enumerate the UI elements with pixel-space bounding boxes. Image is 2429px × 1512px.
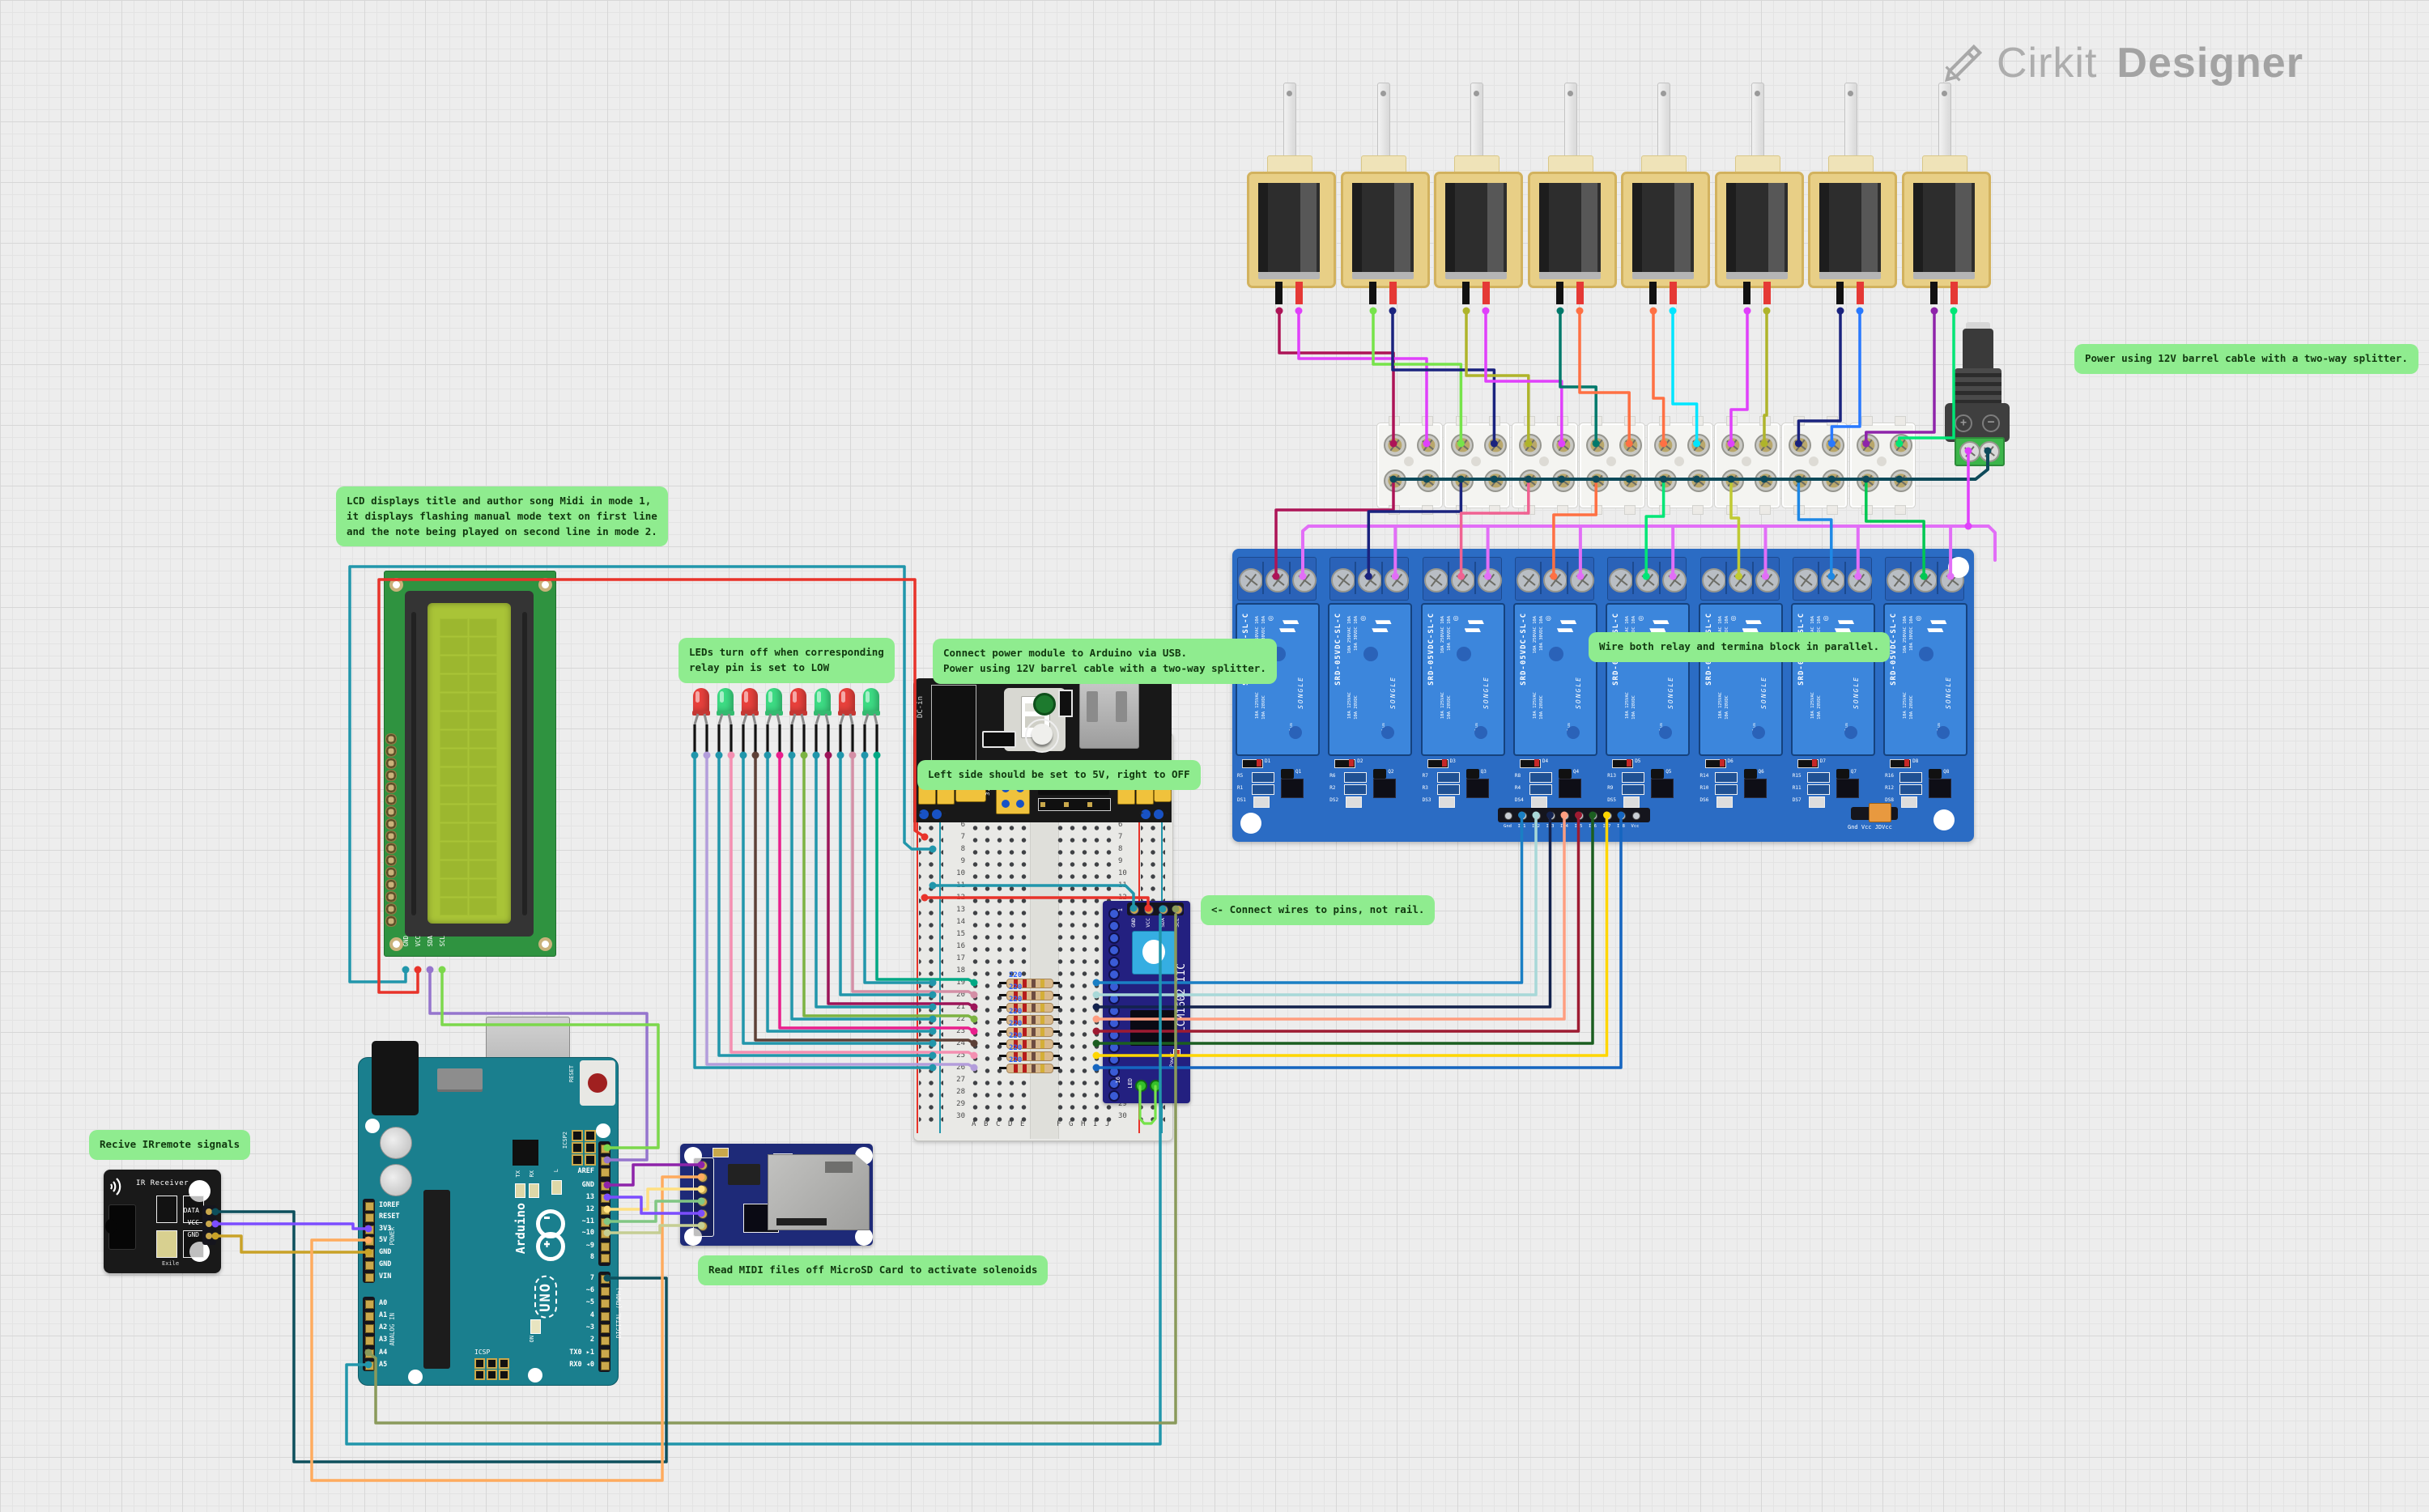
relay-r-label: R9 <box>1607 785 1614 791</box>
plus-icon: + <box>1955 414 1972 432</box>
ir-title: IR Receiver <box>136 1179 189 1187</box>
pen-icon <box>1944 44 1983 83</box>
relay-cqc-icon: ◎ <box>1360 614 1367 622</box>
relay-q-label: Q2 <box>1388 769 1394 775</box>
relay-cqc-icon: ◎ <box>1638 614 1644 622</box>
note-leds[interactable]: LEDs turn off when corresponding relay p… <box>679 638 895 683</box>
note-ir[interactable]: Recive IRremote signals <box>89 1130 251 1160</box>
relay-cqc-icon: ◎ <box>1453 614 1459 622</box>
note-barrel[interactable]: Power using 12V barrel cable with a two-… <box>2074 344 2418 374</box>
relay-r-label: R3 <box>1422 785 1428 791</box>
relay-r-label: R5 <box>1237 773 1244 779</box>
ir-pin-label: VCC <box>187 1219 199 1226</box>
relay-r-label: R1 <box>1237 785 1244 791</box>
relay-r-label: R2 <box>1329 785 1336 791</box>
relay-q-label: Q8 <box>1943 769 1950 775</box>
relay-cqc-icon: ◎ <box>1268 614 1274 622</box>
relay-d-label: D3 <box>1449 758 1456 764</box>
logo-text-light: Cirkit <box>1997 40 2098 87</box>
relay-ds-label: DS2 <box>1329 797 1339 803</box>
relay-d-label: D7 <box>1819 758 1827 764</box>
ir-pin-VCC[interactable] <box>206 1221 212 1227</box>
relay-q-label: Q5 <box>1665 769 1672 775</box>
relay-cqc-icon: ◎ <box>1823 614 1829 622</box>
relay-cqc-icon: ◎ <box>1730 614 1737 622</box>
ir-waves-icon <box>110 1178 121 1196</box>
relay-ds-label: DS3 <box>1422 797 1431 803</box>
relay-ds-label: DS1 <box>1237 797 1246 803</box>
relay-header-pin-Vcc[interactable] <box>1631 812 1640 820</box>
power-led <box>1033 693 1056 716</box>
ir-pin-GND[interactable] <box>206 1233 212 1239</box>
relay-cqc-icon: ◎ <box>1545 614 1551 622</box>
relay-r-label: R6 <box>1329 773 1336 779</box>
relay-r-label: R7 <box>1422 773 1428 779</box>
relay-d-label: D4 <box>1542 758 1549 764</box>
relay-ds-label: DS7 <box>1792 797 1802 803</box>
relay-r-label: R14 <box>1699 773 1709 779</box>
relay-r-label: R8 <box>1514 773 1521 779</box>
power-button[interactable] <box>1025 719 1059 753</box>
relay-r-label: R4 <box>1514 785 1521 791</box>
relay-ds-label: DS8 <box>1885 797 1894 803</box>
ir-pin-label: GND <box>187 1231 199 1238</box>
usb-port <box>1079 682 1139 749</box>
relay-r-label: R10 <box>1699 785 1709 791</box>
relay-d-label: D2 <box>1357 758 1363 764</box>
logo-text-bold: Designer <box>2116 40 2304 87</box>
relay-d-label: D6 <box>1727 758 1733 764</box>
relay-d-label: D5 <box>1635 758 1641 764</box>
relay-r-label: R11 <box>1792 785 1802 791</box>
note-lcd[interactable]: LCD displays title and author song Midi … <box>336 486 668 547</box>
relay-q-label: Q6 <box>1758 769 1764 775</box>
ir-pin-label: DATA <box>183 1207 199 1214</box>
ir-pin-DATA[interactable] <box>206 1208 212 1215</box>
relay-corner-label: Gnd Vcc JDVcc <box>1848 824 1892 830</box>
note-sd[interactable]: Read MIDI files off MicroSD Card to acti… <box>698 1255 1049 1285</box>
note-relay-parallel[interactable]: Wire both relay and termina block in par… <box>1589 632 1891 662</box>
relay-d-label: D8 <box>1912 758 1919 764</box>
relay-ds-label: DS5 <box>1607 797 1617 803</box>
cirkit-designer-logo: Cirkit Designer <box>1942 39 2304 87</box>
relay-header-label: Vcc <box>1631 824 1640 829</box>
note-power-switch[interactable]: Left side should be set to 5V, right to … <box>917 760 1201 790</box>
relay-cqc-icon: ◎ <box>1916 614 1922 622</box>
minus-icon: – <box>1982 414 2000 432</box>
relay-r-label: R12 <box>1885 785 1894 791</box>
relay-q-label: Q4 <box>1572 769 1580 775</box>
jd-vcc-jumper[interactable] <box>1869 803 1891 822</box>
relay-q-label: Q7 <box>1850 769 1857 775</box>
relay-d-label: D1 <box>1265 758 1271 764</box>
relay-r-label: R13 <box>1607 773 1617 779</box>
relay-r-label: R16 <box>1885 773 1894 779</box>
note-power-usb[interactable]: Connect power module to Arduino via USB.… <box>933 639 1277 684</box>
relay-ds-label: DS4 <box>1514 797 1524 803</box>
relay-q-label: Q1 <box>1295 769 1302 775</box>
relay-r-label: R15 <box>1792 773 1802 779</box>
relay-q-label: Q3 <box>1480 769 1487 775</box>
relay-ds-label: DS6 <box>1699 797 1709 803</box>
note-pins-not-rail[interactable]: <- Connect wires to pins, not rail. <box>1201 895 1436 925</box>
